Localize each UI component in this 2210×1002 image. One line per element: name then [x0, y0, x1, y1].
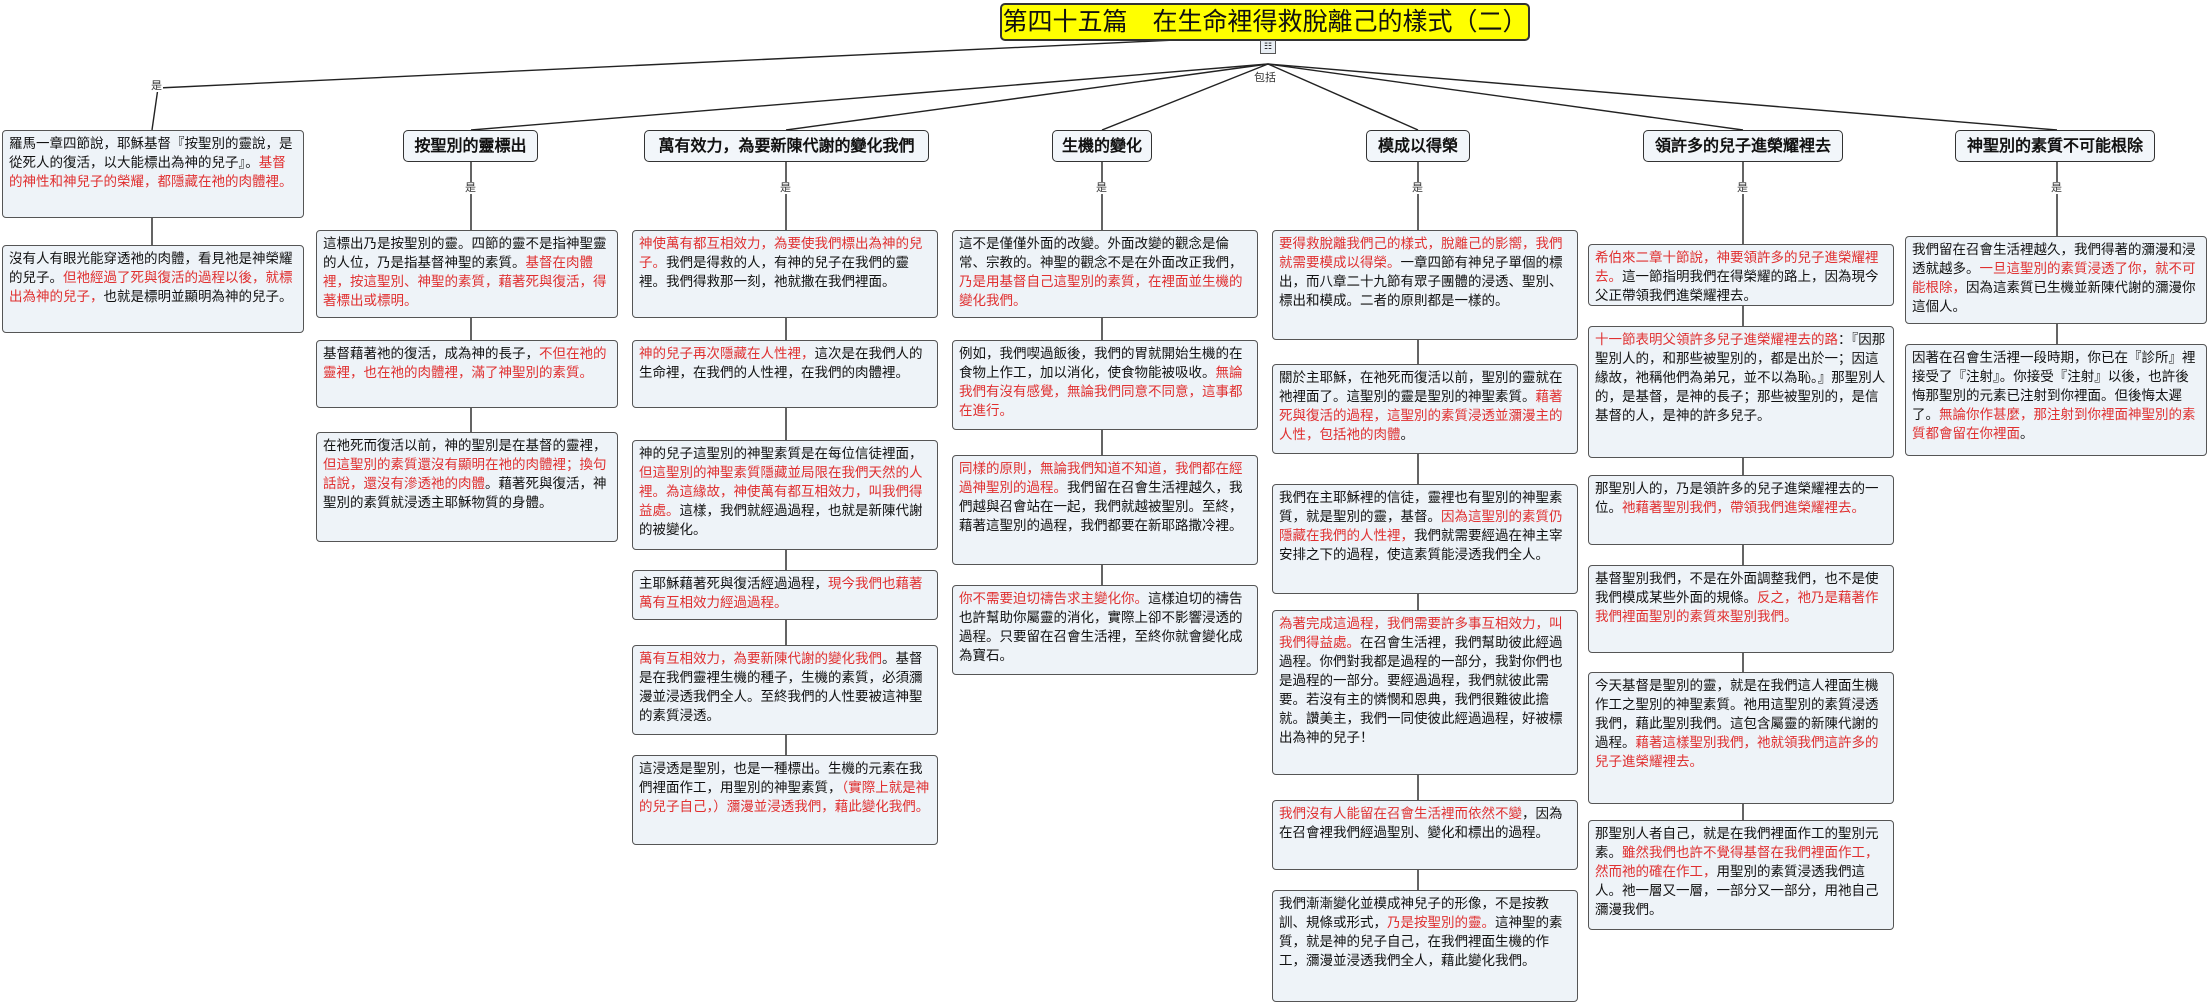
notes-icon[interactable]: ☷	[1260, 40, 1276, 54]
branch-title-2[interactable]: 萬有效力，為要新陳代謝的變化我們	[644, 130, 929, 162]
branch-5-node-6[interactable]: 那聖別人者自己，就是在我們裡面作工的聖別元素。雖然我們也許不覺得基督在我們裡面作…	[1588, 820, 1894, 930]
branch-4-node-1[interactable]: 要得救脫離我們己的樣式，脫離己的影嚮，我們就需要模成以得榮。一章四節有神兒子單個…	[1272, 230, 1578, 340]
branch-6-node-1[interactable]: 我們留在召會生活裡越久，我們得著的瀰漫和浸透就越多。一旦這聖別的素質浸透了你，就…	[1905, 236, 2207, 324]
branch-1-node-3[interactable]: 在祂死而復活以前，神的聖別是在基督的靈裡，但這聖別的素質還沒有顯明在祂的肉體裡；…	[316, 432, 618, 542]
branch-3-node-2[interactable]: 例如，我們喫過飯後，我們的胃就開始生機的在食物上作工，加以消化，使食物能被吸收。…	[952, 340, 1258, 430]
branch-4-node-2[interactable]: 關於主耶穌，在祂死而復活以前，聖別的靈就在祂裡面了。這聖別的靈是聖別的神聖素質。…	[1272, 364, 1578, 454]
connector-is-label: 是	[779, 181, 792, 194]
branch-2-node-3[interactable]: 神的兒子這聖別的神聖素質是在每位信徒裡面，但這聖別的神聖素質隱藏並局限在我們天然…	[632, 440, 938, 550]
connector-line	[1101, 63, 1269, 131]
connector-line	[1267, 63, 1419, 131]
branch-4-node-5[interactable]: 我們沒有人能留在召會生活裡而依然不變，因為在召會裡我們經過聖別、變化和標出的過程…	[1272, 800, 1578, 870]
branch-4-node-6[interactable]: 我們漸漸變化並模成神兒子的形像，不是按教訓、規條或形式，乃是按聖別的靈。這神聖的…	[1272, 890, 1578, 1002]
connector-line	[1267, 63, 2058, 131]
branch-title-6[interactable]: 神聖別的素質不可能根除	[1955, 130, 2155, 162]
branch-5-node-5[interactable]: 今天基督是聖別的靈，就是在我們這人裡面生機作工之聖別的神聖素質。祂用這聖別的素質…	[1588, 672, 1894, 804]
branch-1-node-1[interactable]: 這標出乃是按聖別的靈。四節的靈不是指神聖靈的人位，乃是指基督神聖的素質。基督在肉…	[316, 230, 618, 318]
branch-title-3[interactable]: 生機的變化	[1052, 130, 1152, 162]
connector-line	[785, 63, 1269, 131]
connector-is-label: 是	[150, 79, 163, 92]
branch-1-node-2[interactable]: 基督藉著祂的復活，成為神的長子，不但在祂的靈裡，也在祂的肉體裡，滿了神聖別的素質…	[316, 340, 618, 408]
branch-title-1[interactable]: 按聖別的靈標出	[403, 130, 538, 162]
connector-line	[470, 63, 1269, 131]
branch-5-node-1[interactable]: 希伯來二章十節說，神要領許多的兒子進榮耀裡去。這一節指明我們在得榮耀的路上，因為…	[1588, 244, 1894, 306]
branch-2-node-6[interactable]: 這浸透是聖別，也是一種標出。生機的元素在我們裡面作工，用聖別的神聖素質，（實際上…	[632, 755, 938, 845]
left-summary-node[interactable]: 羅馬一章四節說，耶穌基督『按聖別的靈說，是從死人的復活，以大能標出為神的兒子』。…	[2, 130, 304, 218]
connector-line	[151, 87, 159, 131]
map-title: 第四十五篇 在生命裡得救脫離己的樣式（二）	[1000, 3, 1530, 41]
branch-4-node-4[interactable]: 為著完成這過程，我們需要許多事互相效力，叫我們得益處。在召會生活裡，我們幫助彼此…	[1272, 610, 1578, 775]
branch-5-node-4[interactable]: 基督聖別我們，不是在外面調整我們，也不是使我們模成某些外面的規條。反之，祂乃是藉…	[1588, 565, 1894, 653]
branch-6-node-2[interactable]: 因著在召會生活裡一段時期，你已在『診所』裡接受了『注射』。你接受『注射』以後，也…	[1905, 344, 2207, 456]
connector-includes-label: 包括	[1253, 71, 1277, 84]
left-detail-node[interactable]: 沒有人有眼光能穿透祂的肉體，看見祂是神榮耀的兒子。但祂經過了死與復活的過程以後，…	[2, 245, 304, 333]
branch-2-node-1[interactable]: 神使萬有都互相效力，為要使我們標出為神的兒子。我們是得救的人，有神的兒子在我們的…	[632, 230, 938, 318]
branch-5-node-2[interactable]: 十一節表明父領許多兒子進榮耀裡去的路：『因那聖別人的，和那些被聖別的，都是出於一…	[1588, 326, 1894, 458]
connector-line	[1267, 63, 1744, 131]
branch-3-node-4[interactable]: 你不需要迫切禱告求主變化你。這樣迫切的禱告也許幫助你屬靈的消化，實際上卻不影響浸…	[952, 585, 1258, 675]
connector-line	[157, 35, 1261, 89]
connector-is-label: 是	[1736, 181, 1749, 194]
branch-3-node-1[interactable]: 這不是僅僅外面的改變。外面改變的觀念是倫常、宗教的。神聖的觀念不是在外面改正我們…	[952, 230, 1258, 318]
branch-3-node-3[interactable]: 同樣的原則，無論我們知道不知道，我們都在經過神聖別的過程。我們留在召會生活裡越久…	[952, 455, 1258, 565]
branch-title-4[interactable]: 模成以得榮	[1366, 130, 1470, 162]
branch-4-node-3[interactable]: 我們在主耶穌裡的信徒，靈裡也有聖別的神聖素質，就是聖別的靈，基督。因為這聖別的素…	[1272, 484, 1578, 594]
branch-2-node-4[interactable]: 主耶穌藉著死與復活經過過程，現今我們也藉著萬有互相效力經過過程。	[632, 570, 938, 620]
connector-is-label: 是	[464, 181, 477, 194]
connector-is-label: 是	[2050, 181, 2063, 194]
connector-is-label: 是	[1095, 181, 1108, 194]
branch-title-5[interactable]: 領許多的兒子進榮耀裡去	[1643, 130, 1843, 162]
branch-5-node-3[interactable]: 那聖別人的，乃是領許多的兒子進榮耀裡去的一位。祂藉著聖別我們，帶領我們進榮耀裡去…	[1588, 475, 1894, 545]
branch-2-node-2[interactable]: 神的兒子再次隱藏在人性裡，這次是在我們人的生命裡，在我們的人性裡，在我們的肉體裡…	[632, 340, 938, 408]
branch-2-node-5[interactable]: 萬有互相效力，為要新陳代謝的變化我們。基督是在我們靈裡生機的種子，生機的素質，必…	[632, 645, 938, 735]
connector-is-label: 是	[1411, 181, 1424, 194]
